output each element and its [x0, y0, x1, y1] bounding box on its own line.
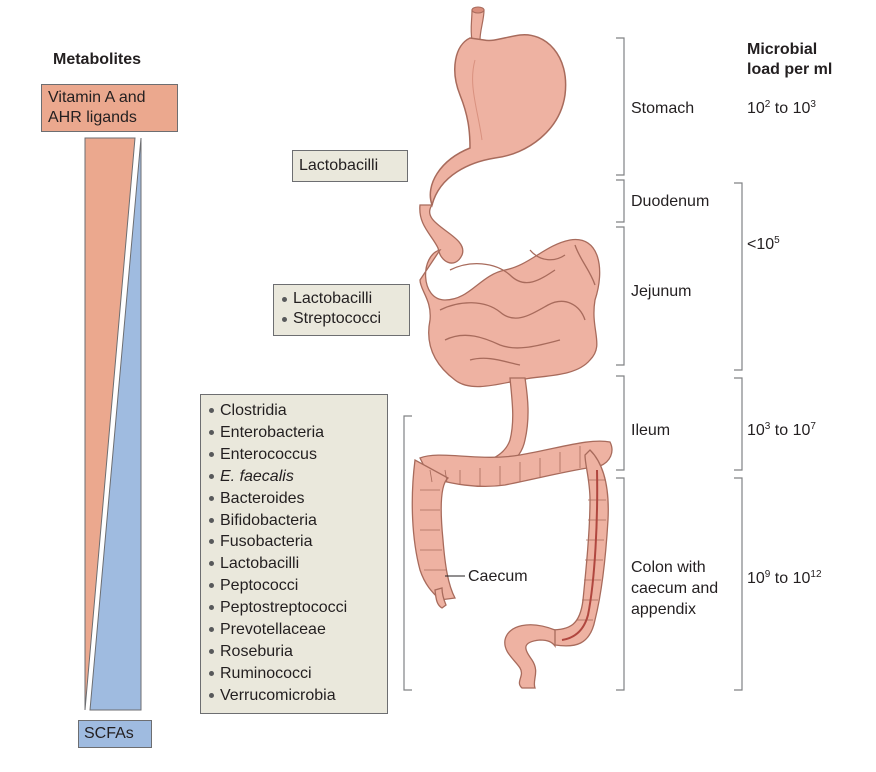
duodenum [419, 204, 464, 264]
esophagus [470, 9, 485, 41]
load-value-stomach: 102 to 103 [747, 99, 816, 118]
list-item: Lactobacilli [207, 553, 387, 575]
list-item: Peptostreptococci [207, 597, 387, 619]
microbial-load-header: Microbial load per ml [747, 41, 833, 78]
colon [411, 440, 613, 689]
list-item: Bifidobacteria [207, 510, 387, 532]
metabolites-title: Metabolites [53, 51, 142, 68]
list-item: Fusobacteria [207, 531, 387, 553]
list-item: Verrucomicrobia [207, 685, 387, 707]
vitamin-a-ahr-label: Vitamin A and AHR ligands [41, 84, 178, 132]
list-item: Bacteroides [207, 488, 387, 510]
scfa-gradient-wedge [89, 137, 142, 711]
stomach-microbes-box: Lactobacilli [292, 150, 408, 182]
colon-microbes-box: Clostridia Enterobacteria Enterococcus E… [200, 394, 388, 714]
region-label-jejunum: Jejunum [631, 283, 692, 300]
load-value-small-intestine: <105 [747, 235, 780, 254]
region-label-colon: Colon with caecum and appendix [631, 559, 719, 618]
vitamin-a-gradient-wedge [84, 137, 136, 711]
load-value-ileum: 103 to 107 [747, 421, 816, 440]
small-intestine-microbes-box: Lactobacilli Streptococci [273, 284, 410, 336]
colon-microbes-bracket [403, 415, 412, 691]
list-item: Prevotellaceae [207, 619, 387, 641]
region-label-stomach: Stomach [631, 100, 695, 117]
list-item: Lactobacilli [280, 289, 409, 309]
list-item: Enterococcus [207, 444, 387, 466]
scfa-label: SCFAs [78, 720, 152, 748]
region-label-duodenum: Duodenum [631, 193, 710, 210]
small-intestine-coils [419, 239, 601, 388]
list-item: Streptococci [280, 309, 409, 329]
load-brackets [734, 182, 743, 691]
list-item: Roseburia [207, 641, 387, 663]
list-item: Clostridia [207, 400, 387, 422]
region-label-ileum: Ileum [631, 422, 671, 439]
list-item: Ruminococci [207, 663, 387, 685]
stomach-microbe-item: Lactobacilli [299, 157, 379, 174]
list-item: Enterobacteria [207, 422, 387, 444]
region-brackets [616, 37, 625, 691]
stomach-shape [429, 34, 567, 208]
load-value-colon: 109 to 1012 [747, 569, 822, 588]
caecum-label: Caecum [468, 568, 528, 585]
list-item: E. faecalis [207, 466, 387, 488]
list-item: Peptococci [207, 575, 387, 597]
